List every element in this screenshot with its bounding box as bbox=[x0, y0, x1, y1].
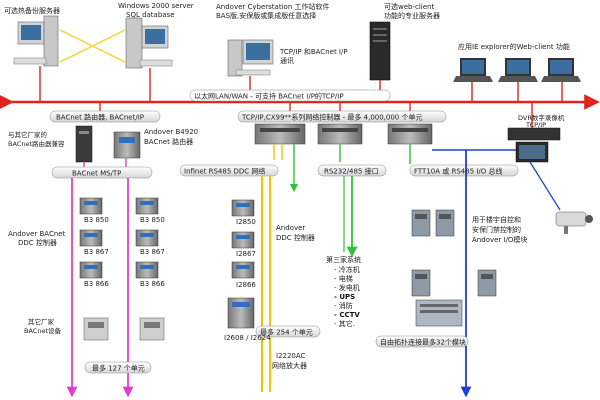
network-controller-icon bbox=[254, 123, 306, 145]
cx-controller-box bbox=[237, 110, 447, 123]
backup-server-icon bbox=[13, 15, 59, 67]
cyberstation-label-1: Andover Cyberstation 工作站软件 bbox=[216, 2, 329, 11]
third-party-item: - CCTV bbox=[334, 311, 360, 319]
b3-867-controller-icon bbox=[79, 229, 103, 247]
other-router-label-1: 与其它厂家的 bbox=[8, 130, 48, 139]
third-party-item: - 冷冻机 bbox=[334, 265, 360, 274]
device-label: B3 850 bbox=[84, 216, 109, 224]
workstation-icon bbox=[227, 39, 274, 77]
bacnet-router-label: BACnet 路由器, BACnet/IP bbox=[56, 113, 144, 122]
io-module-label-3: Andover I/O模块 bbox=[472, 235, 527, 244]
amplifier-label-2: 网络放大器 bbox=[272, 361, 307, 370]
andover-ddc-label-1: Andover bbox=[276, 224, 305, 232]
max-254-box bbox=[255, 325, 321, 338]
device-label: B3 867 bbox=[84, 248, 109, 256]
third-party-item: - 其它. bbox=[334, 319, 355, 328]
web-server-label-1: 可选web-client bbox=[384, 2, 434, 11]
device-label: I2866 bbox=[236, 281, 256, 289]
i2608-controller-icon bbox=[227, 297, 255, 329]
third-party-item: - UPS bbox=[334, 293, 355, 301]
b3-850-controller-icon bbox=[135, 197, 159, 215]
dvr-recorder-icon bbox=[507, 127, 561, 163]
bacnet-ddc-label-1: Andover BACnet bbox=[8, 230, 66, 238]
laptop-icon bbox=[498, 58, 538, 82]
io-module-label-2: 安保门禁控制的 bbox=[472, 225, 521, 234]
mstp-label: BACnet MS/TP bbox=[72, 170, 121, 178]
link-line bbox=[59, 29, 126, 63]
other-bacnet-device-icon bbox=[83, 317, 109, 341]
tcpip-label-2: 通讯 bbox=[280, 56, 294, 65]
topology-box bbox=[375, 335, 469, 348]
device-label: I2608 / I2624 bbox=[224, 334, 271, 342]
cctv-camera-icon bbox=[555, 211, 593, 234]
third-party-title: 第三家系统 bbox=[326, 255, 361, 264]
rs232-label: RS232/485 接口 bbox=[324, 167, 379, 176]
other-bacnet-label-2: BACnet设备 bbox=[24, 326, 61, 335]
third-party-item: - 电梯 bbox=[334, 274, 353, 283]
max-127-box bbox=[84, 361, 152, 374]
b3-850-controller-icon bbox=[79, 197, 103, 215]
device-label: B3 866 bbox=[140, 280, 165, 288]
cx-controller-label: TCP/IP,CX99**系列网络控制器 - 最多 4,000,000 个单元 bbox=[241, 113, 423, 122]
b3-866-controller-icon bbox=[135, 261, 159, 279]
infinet-label: Infinet RS485 DDC 网络 bbox=[184, 167, 265, 176]
ie-client-label: 应用IE explorer的Web-client 功能 bbox=[458, 42, 570, 51]
sql-server-icon bbox=[125, 17, 173, 69]
device-label: B3 866 bbox=[84, 280, 109, 288]
infinet-box bbox=[179, 164, 279, 177]
tcpip-label-1: TCP/IP 和BACnet I/P bbox=[279, 47, 348, 56]
backbone-label: 以太网LAN/WAN - 可支持 BACnet I/P的TCP/IP bbox=[194, 92, 344, 101]
dvr-label-1: DVR数字录像机 bbox=[518, 113, 565, 122]
b3-867-controller-icon bbox=[135, 229, 159, 247]
bacnet-router-box bbox=[49, 110, 161, 123]
topology-label: 自由拓扑连接最多32个模块 bbox=[380, 338, 466, 347]
io-module-icon bbox=[411, 269, 431, 297]
i2867-controller-icon bbox=[231, 231, 255, 249]
mstp-box bbox=[51, 166, 153, 179]
b4920-router-icon bbox=[113, 131, 141, 159]
sql-label-2: SQL database bbox=[126, 11, 175, 19]
b4920-label-2: BACnet 路由器 bbox=[144, 137, 193, 146]
io-panel-icon bbox=[415, 299, 463, 327]
i2850-controller-icon bbox=[231, 199, 255, 217]
web-server-label-2: 功能的专业服务器 bbox=[384, 11, 440, 20]
laptop-icon bbox=[453, 58, 493, 82]
ftt10a-label: FTT10A 或 RS485 I/O 总线 bbox=[414, 167, 503, 176]
sql-label-1: Windows 2000 server bbox=[118, 2, 194, 10]
backup-server-label: 可选热备份服务器 bbox=[4, 6, 60, 15]
other-bacnet-device-icon bbox=[139, 317, 165, 341]
device-label: B3 867 bbox=[140, 248, 165, 256]
laptop-icon bbox=[541, 58, 581, 82]
dvr-label-2: TCP/IP bbox=[525, 121, 546, 129]
andover-ddc-label-2: DDC 控制器 bbox=[276, 233, 315, 242]
b3-866-controller-icon bbox=[79, 261, 103, 279]
other-bacnet-label-1: 其它厂家 bbox=[28, 317, 55, 326]
ftt10a-box bbox=[409, 164, 519, 177]
web-server-icon bbox=[369, 21, 391, 81]
cyberstation-label-2: BAS版,安保版或集成版任意选择 bbox=[216, 11, 316, 20]
third-party-item: - 消防 bbox=[334, 301, 353, 310]
amplifier-label-1: I2220AC bbox=[276, 352, 306, 360]
other-router-label-2: BACnet路由器兼容 bbox=[8, 139, 65, 148]
link-line bbox=[529, 161, 561, 211]
third-party-item: - 发电机 bbox=[334, 283, 360, 292]
b4920-label-1: Andover B4920 bbox=[144, 128, 198, 136]
max-127-label: 最多 127 个单元 bbox=[92, 364, 145, 373]
io-module-icon bbox=[411, 209, 431, 237]
io-module-icon bbox=[435, 209, 455, 237]
i2866-controller-icon bbox=[231, 261, 255, 279]
max-254-label: 最多 254 个单元 bbox=[260, 328, 313, 337]
backbone-label-box bbox=[189, 89, 391, 102]
device-label: B3 850 bbox=[140, 216, 165, 224]
device-label: I2867 bbox=[236, 250, 256, 258]
io-module-icon bbox=[477, 269, 497, 297]
io-module-label-1: 用于楼宇自控和 bbox=[472, 215, 521, 224]
bacnet-ddc-label-2: DDC 控制器 bbox=[18, 238, 57, 247]
device-label: I2850 bbox=[236, 218, 256, 226]
